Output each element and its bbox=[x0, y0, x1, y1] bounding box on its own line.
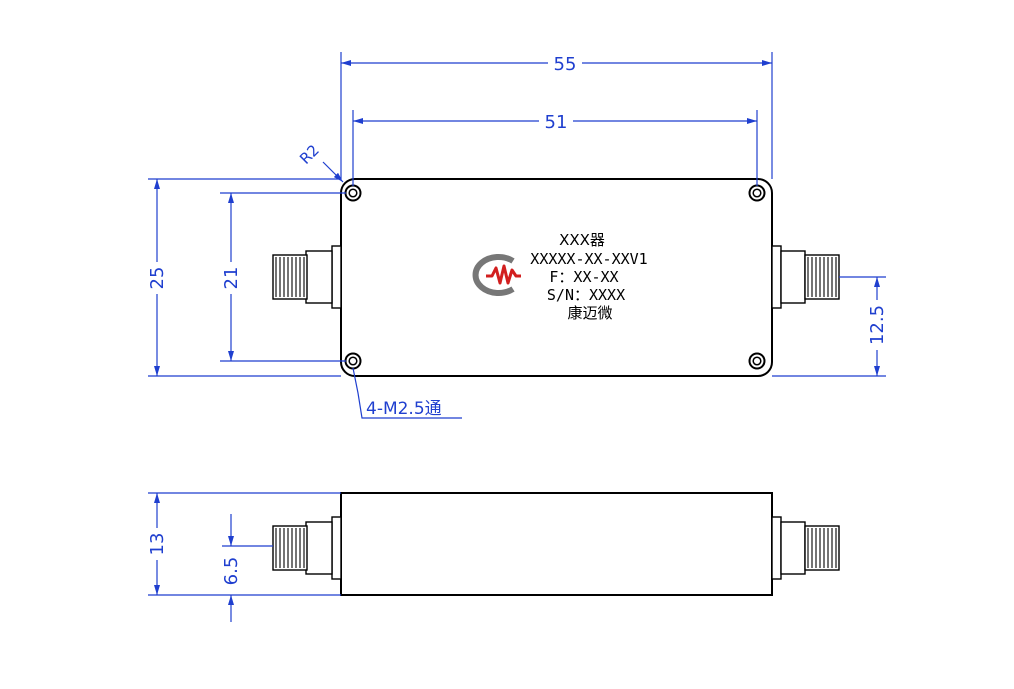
serial-number: S/N：XXXX bbox=[547, 286, 625, 304]
dim-hole-spacing-x: 51 bbox=[545, 112, 568, 133]
dim-side-center: 6.5 bbox=[221, 557, 242, 586]
sma-connector-left-side bbox=[272, 516, 342, 580]
dim-mounting-holes: 4-M2.5通 bbox=[366, 399, 442, 419]
dim-side-height: 13 bbox=[147, 533, 168, 556]
product-name: XXX器 bbox=[559, 231, 605, 249]
top-view: XXX器 XXXXX-XX-XXV1 F：XX-XX S/N：XXXX 康迈微 bbox=[146, 52, 888, 419]
dim-connector-offset: 12.5 bbox=[867, 305, 888, 345]
side-view: 13 6.5 bbox=[146, 492, 840, 622]
dim-overall-length: 55 bbox=[554, 54, 577, 75]
dim-overall-height: 25 bbox=[147, 267, 168, 290]
brand-logo bbox=[472, 254, 521, 296]
sma-connector-right-side bbox=[771, 516, 840, 580]
brand-name: 康迈微 bbox=[567, 304, 612, 322]
model-number: XXXXX-XX-XXV1 bbox=[530, 250, 647, 268]
dim-hole-spacing-y: 21 bbox=[221, 267, 242, 290]
sma-connector-right bbox=[771, 245, 840, 309]
mounting-hole bbox=[748, 352, 766, 370]
frequency-range: F：XX-XX bbox=[549, 268, 618, 286]
side-view-body bbox=[340, 492, 773, 596]
dim-corner-radius: R2 bbox=[296, 141, 323, 168]
product-label: XXX器 XXXXX-XX-XXV1 F：XX-XX S/N：XXXX 康迈微 bbox=[530, 231, 647, 322]
sma-connector-left bbox=[272, 245, 342, 309]
